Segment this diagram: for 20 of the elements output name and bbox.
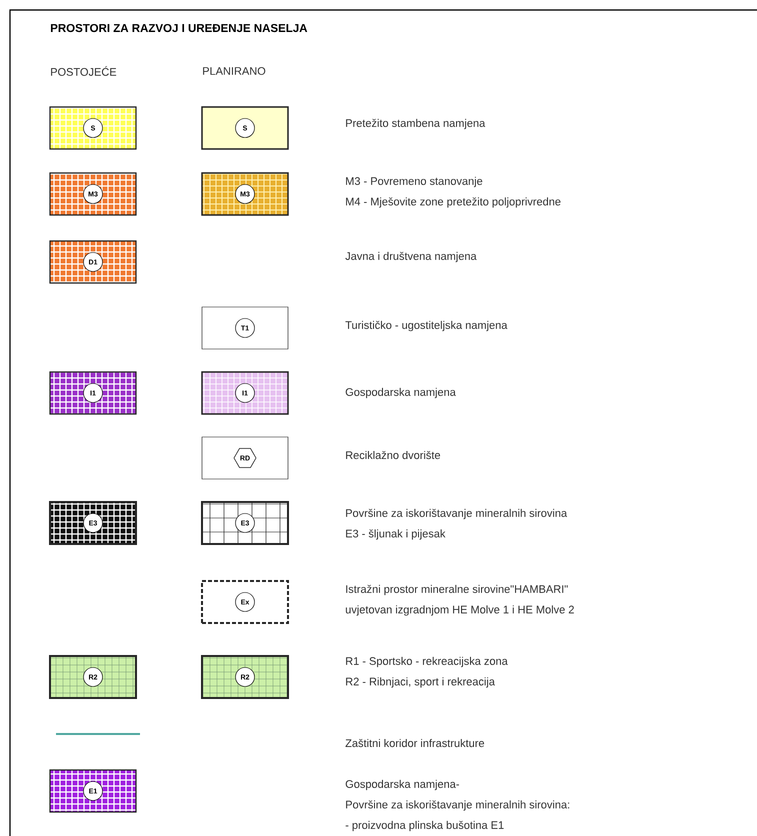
legend-text: M4 - Mješovite zone pretežito poljoprivredne: [346, 197, 560, 208]
legend-text: R1 - Sportsko - rekreacijska zona: [346, 656, 508, 668]
legend-text: Gospodarska namjena-: [346, 780, 460, 790]
legend-text: Površine za iskorištavanje mineralnih sirovina: [346, 508, 568, 520]
column-heading: POSTOJEĆE: [51, 66, 116, 76]
legend-text: Zaštitni koridor infrastrukture: [346, 738, 484, 748]
legend-text: M3 - Povremeno stanovanje: [346, 176, 482, 188]
legend-title: PROSTORI ZA RAZVOJ I UREĐENJE NASELJA: [50, 24, 308, 32]
legend-text: E3 - šljunak i pijesak: [346, 529, 446, 540]
legend-text: Površine za iskorištavanje mineralnih sirovina:: [346, 800, 570, 811]
legend-text: R2 - Ribnjaci, sport i rekreacija: [346, 677, 495, 688]
legend-text: Gospodarska namjena: [346, 388, 456, 398]
legend-text: Javna i društvena namjena: [345, 252, 477, 262]
legend-text: - proizvodna plinska bušotina E1: [346, 820, 504, 832]
column-heading: PLANIRANO: [203, 67, 266, 75]
legend-text: uvjetovan izgradnjom HE Molve 1 i HE Molve 2: [346, 605, 574, 616]
legend-text: Pretežito stambena namjena: [346, 118, 486, 130]
legend-text: Turističko - ugostiteljska namjena: [345, 320, 508, 332]
legend-text: Reciklažno dvorište: [346, 450, 440, 460]
legend-text: Istražni prostor mineralne sirovine"HAMBARI": [346, 584, 568, 596]
